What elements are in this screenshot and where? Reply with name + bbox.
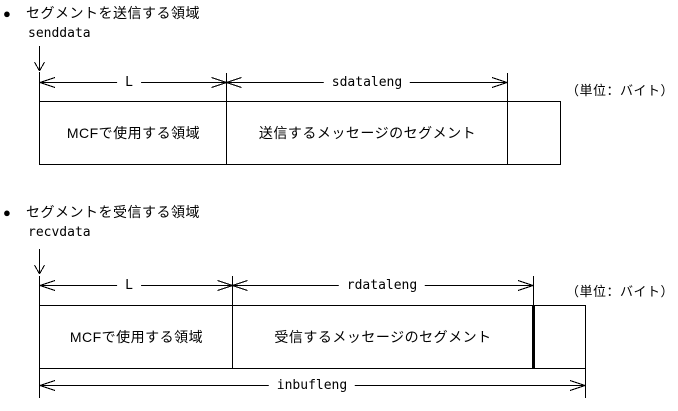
recv-cell-segment: 受信するメッセージのセグメント <box>274 329 492 345</box>
recv-pointer-label: recvdata <box>28 225 91 240</box>
send-bullet-icon: ● <box>3 6 11 21</box>
recv-unit-label: （単位：バイト） <box>566 284 675 299</box>
send-dim-segment-label: sdataleng <box>323 76 411 89</box>
recv-cell-mcf: MCFで使用する領域 <box>69 329 204 345</box>
recv-dim-mcf-label: L <box>117 279 141 292</box>
recv-buffer-box <box>39 305 586 369</box>
send-dimension-arrows <box>39 72 508 102</box>
send-pointer-arrow <box>34 46 45 72</box>
recv-dimension-arrows <box>39 276 534 306</box>
recv-dim-total-label: inbufleng <box>268 379 356 392</box>
send-section-heading: セグメントを送信する領域 <box>26 5 200 21</box>
recv-dim-segment-label: rdataleng <box>338 279 426 292</box>
recv-section-heading: セグメントを受信する領域 <box>26 204 200 220</box>
recv-pointer-arrow <box>34 249 45 275</box>
send-pointer-label: senddata <box>28 26 91 41</box>
send-cell-mcf: MCFで使用する領域 <box>66 125 201 141</box>
send-unit-label: （単位：バイト） <box>566 83 675 98</box>
recv-bullet-icon: ● <box>3 205 11 220</box>
send-buffer-box <box>39 101 561 165</box>
send-dim-mcf-label: L <box>117 76 141 89</box>
send-cell-segment: 送信するメッセージのセグメント <box>258 125 477 141</box>
